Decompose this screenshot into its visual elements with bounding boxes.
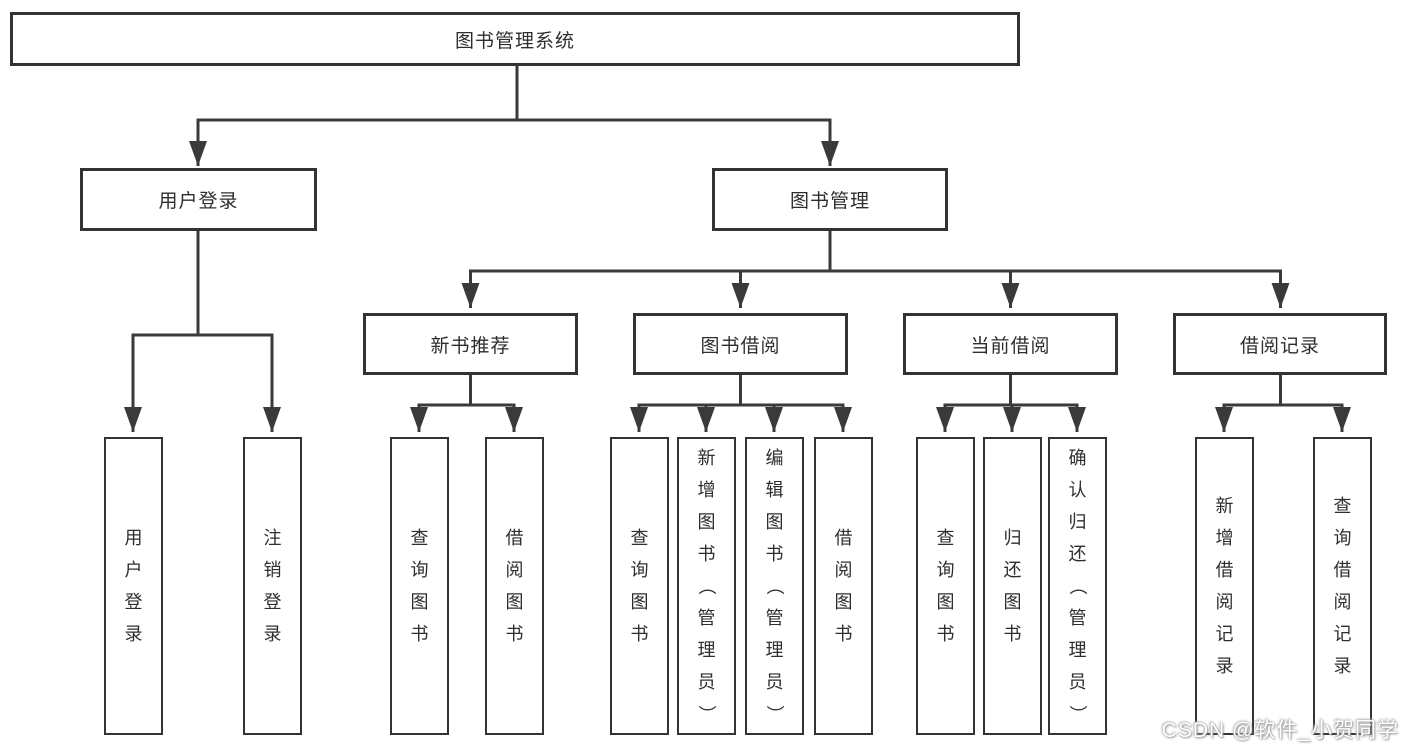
- node-user-login: 用户登录: [80, 168, 317, 231]
- leaf-bb-edit-books-admin: 编辑图书（管理员）: [745, 437, 804, 735]
- leaf-nbr-query-books: 查询图书: [390, 437, 449, 735]
- node-new-book-recommend: 新书推荐: [363, 313, 578, 375]
- leaf-br-add-borrow-record: 新增借阅记录: [1195, 437, 1254, 735]
- watermark: CSDN @软件_小贺同学: [1161, 719, 1399, 742]
- node-borrowing-records: 借阅记录: [1173, 313, 1387, 375]
- leaf-nbr-borrow-books: 借阅图书: [485, 437, 544, 735]
- leaf-cb-confirm-return-admin: 确认归还（管理员）: [1048, 437, 1107, 735]
- leaf-user-login: 用户登录: [104, 437, 163, 735]
- leaf-br-query-borrow-record: 查询借阅记录: [1313, 437, 1372, 735]
- node-current-borrowing: 当前借阅: [903, 313, 1118, 375]
- leaf-logout-login: 注销登录: [243, 437, 302, 735]
- leaf-cb-query-books: 查询图书: [916, 437, 975, 735]
- leaf-bb-borrow-books: 借阅图书: [814, 437, 873, 735]
- node-root: 图书管理系统: [10, 12, 1020, 66]
- leaf-bb-query-books: 查询图书: [610, 437, 669, 735]
- leaf-cb-return-books: 归还图书: [983, 437, 1042, 735]
- leaf-bb-add-books-admin: 新增图书（管理员）: [677, 437, 736, 735]
- node-book-management: 图书管理: [712, 168, 948, 231]
- node-book-borrowing: 图书借阅: [633, 313, 848, 375]
